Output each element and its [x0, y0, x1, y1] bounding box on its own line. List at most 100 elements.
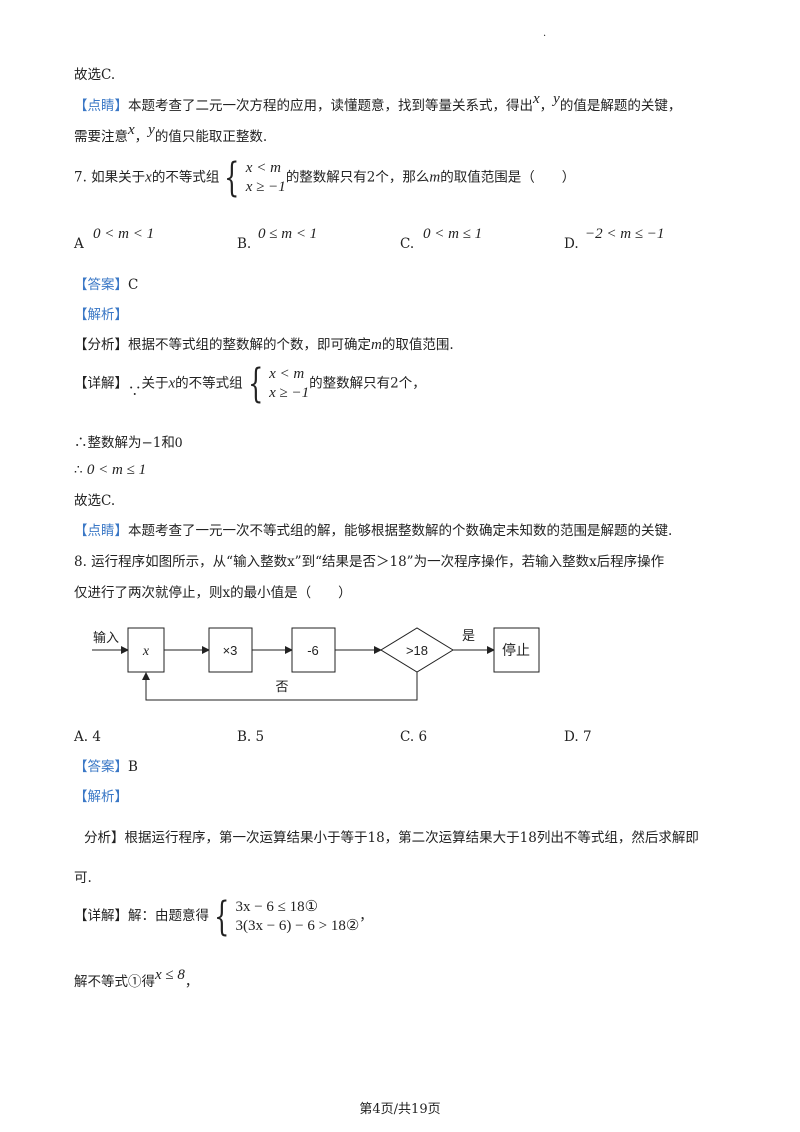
flow-stop-label: 停止: [502, 642, 530, 658]
flow-box-times3-label: ×3: [223, 643, 238, 658]
q7-conclusion: 故选C.: [74, 493, 116, 509]
q7-analysis-tag: 【解析】: [74, 307, 128, 323]
option-value: 6: [418, 729, 428, 745]
q8-fenxi: 分析】根据运行程序，第一次运算结果小于等于18，第二次运算结果大于18列出不等式…: [84, 830, 699, 846]
text: 的不等式组: [151, 169, 220, 186]
option-label: D.: [564, 729, 579, 745]
detail-tag: 【详解】: [74, 908, 128, 924]
text: 本题考查了二元一次方程的应用，读懂题意，找到等量关系式，得出: [128, 98, 533, 114]
text: 的值只能取正整数.: [154, 129, 268, 145]
var-m: m: [429, 169, 441, 186]
q7-option-b-value: 0 ≤ m < 1: [258, 226, 318, 242]
q7-option-b-label: B.: [237, 236, 252, 252]
left-brace-icon: {: [247, 361, 264, 407]
prev-conclusion: 故选C.: [74, 67, 116, 83]
text: 根据不等式组的整数解的个数，即可确定: [128, 337, 371, 353]
inequality: x ≤ 8: [155, 967, 185, 983]
q8-option-a: A. 4: [74, 729, 101, 745]
text: 的值是解题的关键，: [559, 98, 682, 114]
option-label: B.: [237, 729, 252, 745]
text: ，: [134, 129, 149, 145]
var-y: y: [553, 91, 560, 107]
detail-tag: 【详解】: [74, 375, 128, 392]
q8-stem-line2: 仅进行了两次就停止，则x的最小值是（ ）: [74, 585, 352, 601]
system-row: x < m: [245, 160, 281, 176]
q7-inequality-system: { x < m x ≥ −1: [219, 158, 285, 198]
option-value: 7: [582, 729, 592, 745]
q7-detail-system: { x < m x ≥ −1: [243, 364, 309, 404]
q7-option-c-value: 0 < m ≤ 1: [423, 226, 483, 242]
system-row: 3x − 6 ≤ 18①: [235, 898, 319, 915]
q7-option-a-label: A: [74, 236, 84, 252]
prev-dianjing: 【点睛】本题考查了二元一次方程的应用，读懂题意，找到等量关系式，得出x，y的值是…: [74, 91, 682, 115]
dianjing-tag: 【点睛】: [74, 523, 128, 539]
text: 的取值范围.: [381, 337, 454, 353]
flow-box-stop: [493, 627, 540, 673]
dianjing-tag: 【点睛】: [74, 98, 128, 114]
q8-option-c: C. 6: [400, 729, 427, 745]
system-row: x ≥ −1: [269, 385, 310, 401]
q7-step2: ∴ 0 < m ≤ 1: [74, 461, 146, 479]
q7-dianjing: 【点睛】本题考查了一元一次不等式组的解，能够根据整数解的个数确定未知数的范围是解…: [74, 522, 672, 540]
q7-option-d-label: D.: [564, 236, 579, 252]
q8-analysis-tag: 【解析】: [74, 789, 128, 805]
flow-decision-diamond: [380, 627, 454, 673]
prev-note: 需要注意x，y的值只能取正整数.: [74, 122, 268, 146]
page-footer: 第4页/共19页: [359, 1102, 441, 1117]
text: 本题考查了一元一次不等式组的解，能够根据整数解的个数确定未知数的范围是解题的关键…: [128, 523, 673, 539]
number: 0: [174, 435, 183, 451]
flow-box-x: [127, 627, 165, 673]
text: ，: [539, 98, 554, 114]
flow-no-label: 否: [275, 679, 288, 694]
text: 的整数解只有2个，: [309, 375, 426, 392]
top-dot: .: [543, 28, 547, 39]
q7-option-a-value: 0 < m < 1: [93, 226, 155, 242]
option-value: 5: [255, 729, 265, 745]
var-x: x: [145, 169, 152, 186]
system-row: x ≥ −1: [245, 179, 286, 195]
var-m: m: [371, 337, 382, 353]
text: ，: [359, 908, 373, 924]
q8-stem-line1: 8. 运行程序如图所示，从“输入整数x”到“结果是否＞18”为一次程序操作，若输…: [74, 554, 665, 570]
option-label: A.: [74, 729, 89, 745]
option-label: C.: [400, 729, 415, 745]
q8-option-b: B. 5: [237, 729, 264, 745]
flow-box-minus6: [291, 627, 336, 673]
text: 解：由题意得: [128, 908, 209, 924]
q7-fenxi: 【分析】根据不等式组的整数解的个数，即可确定m的取值范围.: [74, 336, 454, 354]
var-x: x: [128, 122, 135, 138]
q7-step1: ∴整数解为−1和0: [74, 434, 182, 452]
q7-option-d-value: −2 < m ≤ −1: [585, 226, 665, 242]
text: 7. 如果关于: [74, 169, 146, 186]
flow-no-loop-arrow: [142, 672, 418, 701]
answer-tag: 【答案】: [74, 759, 128, 775]
q7-option-c-label: C.: [400, 236, 415, 252]
text: 关于: [141, 375, 169, 392]
q7-answer: 【答案】C: [74, 276, 138, 294]
var-x: x: [168, 375, 176, 392]
answer-tag: 【答案】: [74, 277, 128, 293]
text: 的整数解只有2个，那么: [285, 169, 430, 186]
text: 的取值范围是（ ）: [440, 169, 576, 186]
q8-option-d: D. 7: [564, 729, 592, 745]
inequality: 0 < m ≤ 1: [86, 462, 147, 478]
system-row: x < m: [269, 366, 305, 382]
flow-box-minus6-label: -6: [307, 643, 319, 658]
text: 整数解为−1和: [87, 435, 175, 451]
left-brace-icon: {: [224, 155, 240, 201]
flow-decision-label: >18: [406, 643, 428, 658]
left-brace-icon: {: [214, 893, 230, 940]
flow-box-times3: [208, 627, 253, 673]
q8-fenxi-end: 可.: [74, 870, 92, 886]
fenxi-tag: 【分析】: [74, 337, 128, 353]
answer-value: C: [128, 277, 139, 293]
text: 解不等式①得: [74, 974, 155, 990]
therefore-symbol: ∴: [74, 435, 88, 451]
q8-solve: 解不等式①得x ≤ 8，: [74, 967, 198, 991]
answer-value: B: [128, 759, 138, 775]
flow-input-label: 输入: [93, 630, 119, 645]
